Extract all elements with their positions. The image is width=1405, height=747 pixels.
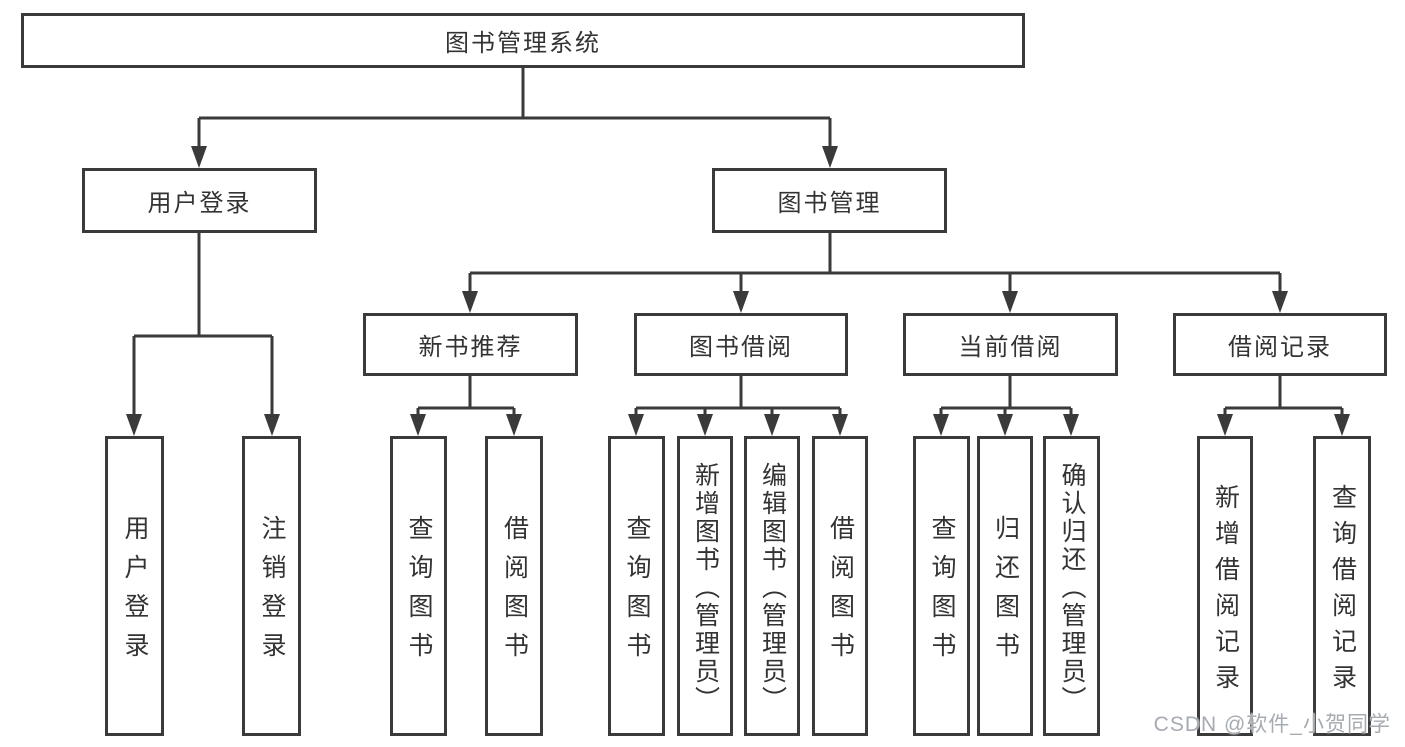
node-current-borrow-label: 当前借阅 [958, 334, 1063, 361]
node-leaf-current-return: 归还图书 [977, 436, 1033, 736]
node-user-login: 用户登录 [82, 168, 317, 233]
node-leaf-current-return-label: 归还图书 [991, 515, 1020, 671]
node-leaf-records-add: 新增借阅记录 [1197, 436, 1253, 736]
node-leaf-borrow-edit-admin-label: 编辑图书（管理员） [758, 461, 787, 714]
node-leaf-borrow-query-label: 查询图书 [623, 515, 651, 671]
node-user-login-label: 用户登录 [147, 190, 252, 217]
node-leaf-borrow-add-admin-label: 新增图书（管理员） [691, 461, 720, 714]
node-leaf-borrow-query: 查询图书 [608, 436, 665, 736]
node-leaf-user-login-label: 用户登录 [121, 515, 149, 671]
node-leaf-newbook-borrow: 借阅图书 [485, 436, 543, 736]
node-borrow-records-label: 借阅记录 [1228, 334, 1332, 361]
node-book-manage-label: 图书管理 [777, 190, 882, 217]
node-current-borrow: 当前借阅 [903, 313, 1118, 376]
node-leaf-user-login: 用户登录 [105, 436, 164, 736]
node-leaf-borrow-edit-admin: 编辑图书（管理员） [744, 436, 800, 736]
node-leaf-newbook-query: 查询图书 [390, 436, 447, 736]
node-book-borrow: 图书借阅 [634, 313, 848, 376]
node-leaf-logout: 注销登录 [242, 436, 301, 736]
arrowheads [126, 146, 1350, 436]
node-leaf-current-query-label: 查询图书 [928, 515, 956, 671]
csdn-watermark: CSDN @软件_小贺同学 [1153, 713, 1391, 736]
node-leaf-borrow-add-admin: 新增图书（管理员） [677, 436, 733, 736]
node-leaf-newbook-borrow-label: 借阅图书 [500, 515, 529, 671]
node-leaf-current-confirm-admin: 确认归还（管理员） [1043, 436, 1100, 736]
node-leaf-borrow-borrow: 借阅图书 [812, 436, 868, 736]
node-leaf-records-add-label: 新增借阅记录 [1211, 483, 1240, 700]
node-new-book-recommend-label: 新书推荐 [418, 334, 523, 361]
node-new-book-recommend: 新书推荐 [363, 313, 578, 376]
node-leaf-borrow-borrow-label: 借阅图书 [826, 515, 855, 671]
node-root-label: 图书管理系统 [445, 30, 601, 57]
node-leaf-newbook-query-label: 查询图书 [405, 515, 433, 671]
node-leaf-logout-label: 注销登录 [258, 515, 286, 671]
node-leaf-records-query-label: 查询借阅记录 [1328, 483, 1357, 700]
node-root: 图书管理系统 [21, 13, 1025, 68]
node-leaf-current-confirm-admin-label: 确认归还（管理员） [1058, 461, 1086, 714]
node-book-manage: 图书管理 [712, 168, 947, 233]
node-book-borrow-label: 图书借阅 [689, 334, 793, 361]
node-leaf-current-query: 查询图书 [913, 436, 970, 736]
node-leaf-records-query: 查询借阅记录 [1313, 436, 1371, 736]
node-borrow-records: 借阅记录 [1173, 313, 1387, 376]
